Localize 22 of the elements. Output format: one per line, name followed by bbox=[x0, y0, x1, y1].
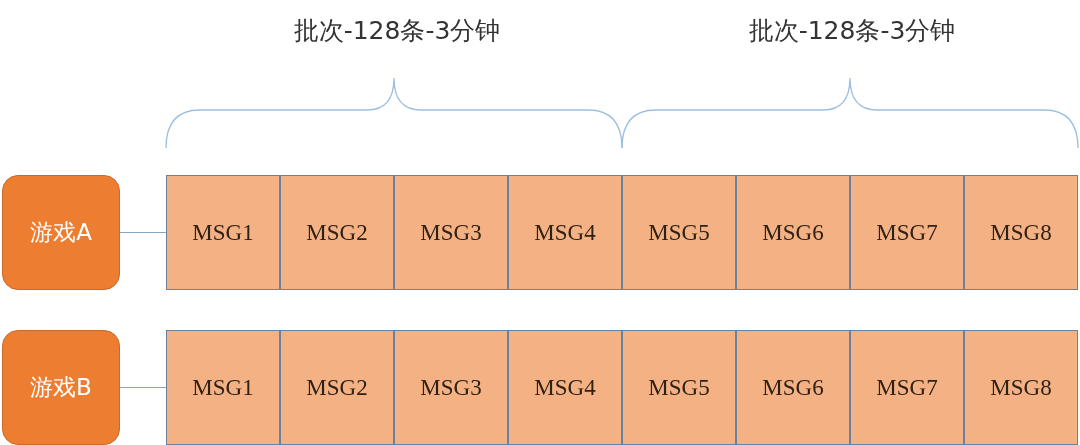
message-cell: MSG6 bbox=[736, 175, 850, 290]
message-cell: MSG7 bbox=[850, 175, 964, 290]
brace-label: 批次-128条-3分钟 bbox=[748, 15, 956, 47]
message-cell: MSG3 bbox=[394, 330, 508, 445]
message-cell: MSG3 bbox=[394, 175, 508, 290]
message-cell: MSG8 bbox=[964, 175, 1078, 290]
message-cell: MSG8 bbox=[964, 330, 1078, 445]
game-box: 游戏A bbox=[2, 175, 120, 290]
message-cell: MSG1 bbox=[166, 330, 280, 445]
message-cell: MSG5 bbox=[622, 330, 736, 445]
message-cell: MSG5 bbox=[622, 175, 736, 290]
connector-line bbox=[119, 231, 167, 234]
message-cell: MSG2 bbox=[280, 175, 394, 290]
connector-line bbox=[119, 386, 167, 389]
game-box: 游戏B bbox=[2, 330, 120, 445]
message-cell: MSG7 bbox=[850, 330, 964, 445]
message-cell: MSG4 bbox=[508, 175, 622, 290]
message-cell: MSG6 bbox=[736, 330, 850, 445]
message-cell: MSG4 bbox=[508, 330, 622, 445]
message-cell: MSG2 bbox=[280, 330, 394, 445]
brace-label: 批次-128条-3分钟 bbox=[293, 15, 501, 47]
message-cell: MSG1 bbox=[166, 175, 280, 290]
